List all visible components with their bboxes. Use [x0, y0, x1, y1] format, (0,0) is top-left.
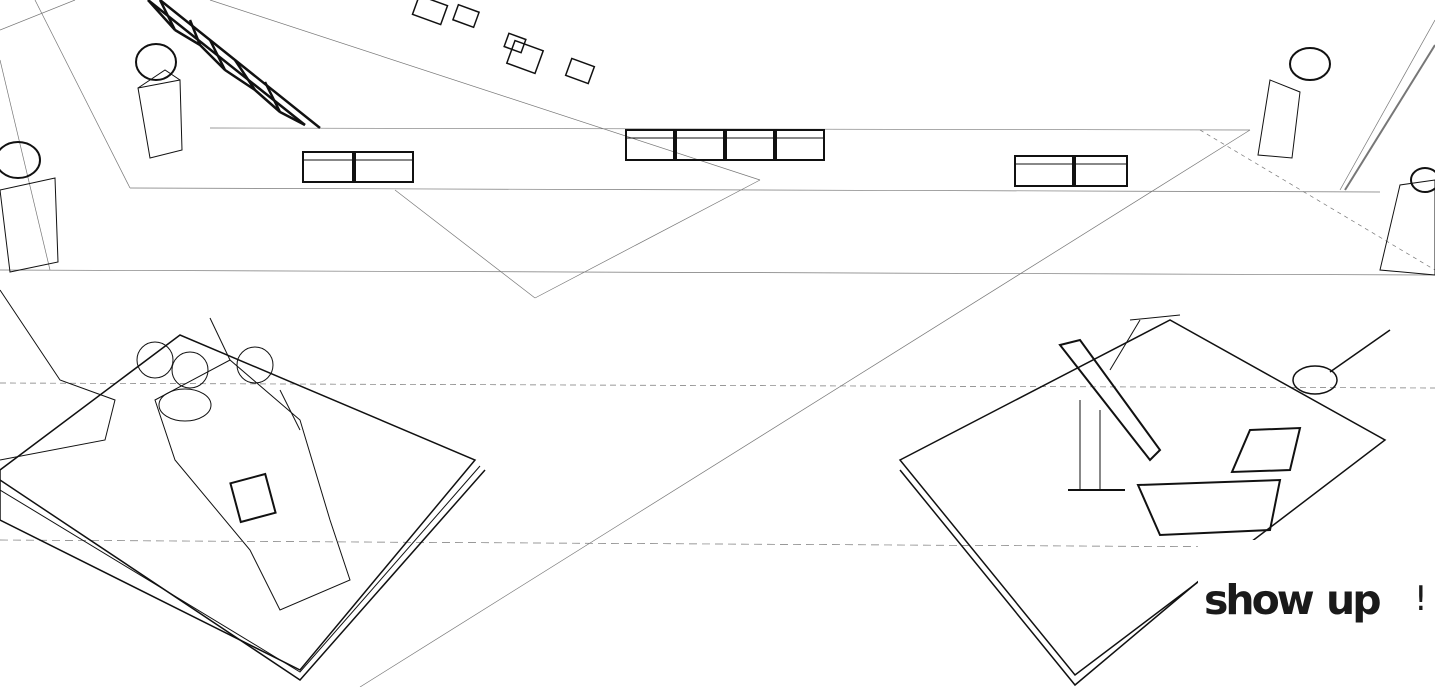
hanging-lights [411, 0, 596, 85]
drum-riser-stage [0, 317, 486, 681]
pedestal-right-upper [1257, 47, 1331, 159]
band-riser-stage [898, 314, 1391, 687]
speaker-array-left [302, 151, 414, 183]
logo-exclamation: ! [1414, 579, 1428, 619]
logo-wordmark: show up ! [1204, 580, 1428, 621]
pedestal-left-upper [135, 43, 183, 159]
speaker-array-right [1014, 155, 1128, 187]
logo-word-show: show [1204, 576, 1315, 624]
pedestal-right-lower [1379, 167, 1435, 276]
show-up-logo: show up ! [1198, 540, 1435, 687]
speaker-array-center [625, 129, 825, 161]
pedestal-left-lower [0, 141, 116, 461]
logo-word-up: up [1326, 576, 1382, 624]
lighting-truss [147, 0, 321, 129]
